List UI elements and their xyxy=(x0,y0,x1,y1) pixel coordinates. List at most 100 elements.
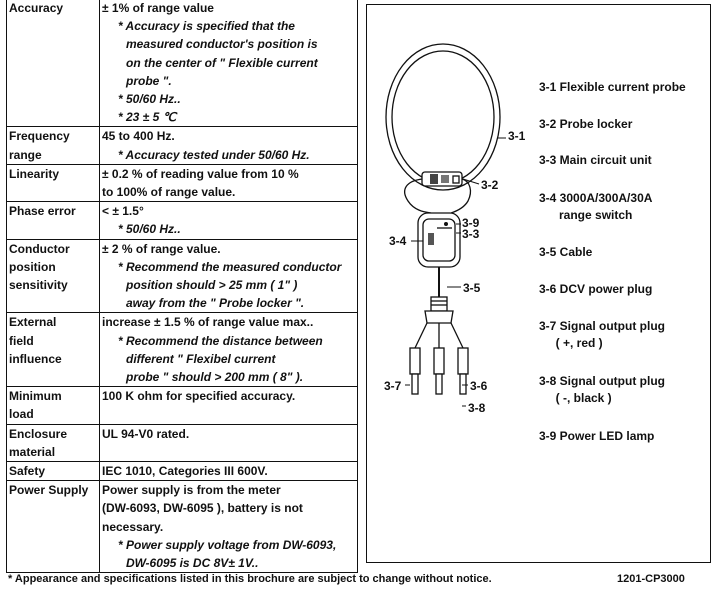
spec-label: Safety xyxy=(6,461,100,482)
spec-label: External field influence xyxy=(6,312,100,388)
spec-value: < ± 1.5° * 50/60 Hz.. xyxy=(99,201,358,240)
spec-label: Frequency range xyxy=(6,126,100,165)
legend-item: 3-5 Cable xyxy=(539,245,593,259)
legend-item: 3-7 Signal output plug ( +, red ) xyxy=(539,319,665,350)
spec-note-line: * 50/60 Hz.. xyxy=(118,92,181,107)
spec-value: ± 2 % of range value. * Recommend the mea… xyxy=(99,238,358,314)
probe-locker xyxy=(404,171,472,214)
spec-label-line: range xyxy=(9,147,42,162)
spec-label-line: Minimum xyxy=(9,389,62,404)
output-plugs xyxy=(409,347,469,395)
legend-item: 3-8 Signal output plug ( -, black ) xyxy=(539,374,665,405)
spec-value: Power supply is from the meter(DW-6093, … xyxy=(99,480,358,574)
spec-value: 45 to 400 Hz. * Accuracy tested under 50/… xyxy=(99,126,358,165)
spec-label-line: sensitivity xyxy=(9,278,68,293)
spec-note-line: * 23 ± 5 ℃ xyxy=(118,110,177,125)
spec-table: Accuracy ± 1% of range value * Accuracy is… xyxy=(6,0,358,574)
spec-note-line: probe ". xyxy=(126,73,172,88)
legend-item: 3-6 DCV power plug xyxy=(539,282,653,296)
spec-label: Accuracy xyxy=(6,0,100,128)
spec-value-line: 45 to 400 Hz. xyxy=(102,129,175,144)
spec-value-line: to 100% of range value. xyxy=(102,185,236,200)
spec-label-line: Safety xyxy=(9,464,46,479)
spec-label-line: Conductor xyxy=(9,241,70,256)
legend-item: 3-3 Main circuit unit xyxy=(539,153,652,167)
main-circuit-unit xyxy=(417,212,461,268)
callout-3-5: 3-5 xyxy=(463,281,481,295)
spec-row: Accuracy ± 1% of range value * Accuracy is… xyxy=(6,0,358,128)
spec-label-line: Enclosure xyxy=(9,426,68,441)
spec-row: Frequency range 45 to 400 Hz. * Accuracy te… xyxy=(6,126,358,165)
callout-3-4: 3-4 xyxy=(389,234,407,248)
callout-3-6: 3-6 xyxy=(470,379,488,393)
spec-value: 100 K ohm for specified accuracy. xyxy=(99,386,358,425)
spec-label-line: Phase error xyxy=(9,204,76,219)
spec-label-line: Power Supply xyxy=(9,483,89,498)
spec-note-line: measured conductor's position is xyxy=(126,37,318,52)
probe-diagram xyxy=(385,43,506,407)
spec-row: Enclosure material UL 94-V0 rated. xyxy=(6,423,358,463)
callout-3-8: 3-8 xyxy=(468,401,486,415)
leader-lines xyxy=(405,137,506,407)
spec-note-line: * Recommend the distance between xyxy=(118,333,323,348)
diagram-panel: 3-1 3-2 3-9 3-3 3-4 3-5 3-7 3-6 3-8 3-1 … xyxy=(366,4,711,563)
footer-document-code: 1201-CP3000 xyxy=(617,573,685,585)
spec-note-line: on the center of " Flexible current xyxy=(126,55,318,70)
spec-label: Power Supply xyxy=(6,480,100,574)
spec-label-line: Frequency xyxy=(9,129,70,144)
spec-label: Phase error xyxy=(6,201,100,240)
spec-note-line: * Recommend the measured conductor xyxy=(118,259,342,274)
spec-note-line: probe " should > 200 mm ( 8" ). xyxy=(126,370,304,385)
spec-label: Conductor position sensitivity xyxy=(6,238,100,314)
spec-row: Power Supply Power supply is from the met… xyxy=(6,480,358,574)
signal-cable xyxy=(414,267,464,349)
spec-label: Enclosure material xyxy=(6,423,100,463)
legend-item: 3-2 Probe locker xyxy=(539,117,633,131)
footer-disclaimer: * Appearance and specifications listed i… xyxy=(8,573,492,585)
spec-label-line: Accuracy xyxy=(9,1,64,15)
spec-value-line: ± 0.2 % of reading value from 10 % xyxy=(102,166,299,181)
spec-label-line: material xyxy=(9,444,56,459)
spec-label-line: field xyxy=(9,333,34,348)
spec-value-line: ± 2 % of range value. xyxy=(102,241,221,256)
spec-value-line: ± 1% of range value xyxy=(102,1,214,15)
spec-row: Linearity ± 0.2 % of reading value from 1… xyxy=(6,163,358,203)
legend-item: 3-1 Flexible current probe xyxy=(539,80,686,94)
spec-value-line: UL 94-V0 rated. xyxy=(102,426,190,441)
spec-label-line: Linearity xyxy=(9,166,60,181)
callout-3-3: 3-3 xyxy=(462,227,480,241)
callout-3-1: 3-1 xyxy=(508,129,526,143)
legend-item: 3-4 3000A/300A/30A range switch xyxy=(539,191,653,222)
spec-value-line: 100 K ohm for specified accuracy. xyxy=(102,389,296,404)
spec-value-line: IEC 1010, Categories III 600V. xyxy=(102,464,268,479)
spec-label-line: influence xyxy=(9,351,62,366)
spec-value-line: (DW-6093, DW-6095 ), battery is not xyxy=(102,501,303,516)
spec-note-line: * 50/60 Hz.. xyxy=(118,222,181,237)
callout-3-9: 3-9 xyxy=(462,216,480,230)
spec-note-line: * Power supply voltage from DW-6093, xyxy=(118,537,337,552)
flexible-probe-ring xyxy=(385,43,501,191)
spec-label-line: External xyxy=(9,315,57,330)
spec-row: Conductor position sensitivity ± 2 % of ran… xyxy=(6,238,358,314)
spec-label-line: position xyxy=(9,259,56,274)
spec-note-line: position should > 25 mm ( 1" ) xyxy=(126,278,298,293)
legend-item: 3-9 Power LED lamp xyxy=(539,429,655,443)
spec-value-line: necessary. xyxy=(102,519,164,534)
spec-note-line: different " Flexibel current xyxy=(126,351,276,366)
spec-note-line: * Accuracy is specified that the xyxy=(118,19,295,34)
spec-value: ± 1% of range value * Accuracy is specifi… xyxy=(99,0,358,128)
spec-value-line: < ± 1.5° xyxy=(102,204,144,219)
spec-note-line: * Accuracy tested under 50/60 Hz. xyxy=(118,147,310,162)
spec-value: ± 0.2 % of reading value from 10 % to 100… xyxy=(99,163,358,203)
callout-3-2: 3-2 xyxy=(481,178,499,192)
spec-label: Linearity xyxy=(6,163,100,203)
spec-label-line: load xyxy=(9,407,34,422)
spec-note-line: away from the " Probe locker ". xyxy=(126,296,305,311)
spec-note-line: DW-6095 is DC 8V± 1V.. xyxy=(126,556,259,571)
spec-value: IEC 1010, Categories III 600V. xyxy=(99,461,358,482)
spec-value: UL 94-V0 rated. xyxy=(99,423,358,463)
spec-row: Minimum load 100 K ohm for specified accur… xyxy=(6,386,358,425)
callout-3-7: 3-7 xyxy=(384,379,402,393)
spec-row: Phase error < ± 1.5° * 50/60 Hz.. xyxy=(6,201,358,240)
